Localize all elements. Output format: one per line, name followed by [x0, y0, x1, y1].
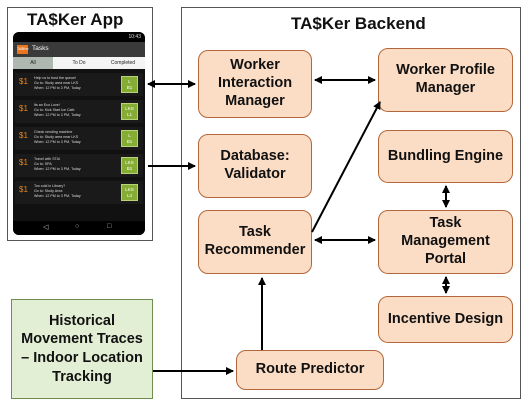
database-validator-box: Database: Validator	[198, 134, 312, 198]
task-price: $1	[19, 104, 28, 113]
task-text: Its an Eco Love! Go to: Kick Start Ice C…	[34, 103, 81, 118]
route-predictor-box: Route Predictor	[236, 350, 384, 390]
task-text: Travel with STAI Go to: SPA When: 12 PM …	[34, 157, 81, 172]
home-icon[interactable]: ○	[75, 223, 80, 230]
task-item[interactable]: $1 Help us to bust the queue! Go to: Stu…	[15, 73, 143, 96]
worker-interaction-manager-box: Worker Interaction Manager	[198, 50, 312, 118]
task-item[interactable]: $1 Check vending machine Go to: Study ar…	[15, 127, 143, 150]
phone-nav-bar: ◁ ○ □	[13, 221, 145, 235]
phone-app-bar: TA$Ker Tasks	[13, 42, 145, 57]
recent-apps-icon[interactable]: □	[107, 223, 112, 230]
task-price: $1	[19, 131, 28, 140]
app-logo: TA$Ker	[17, 45, 29, 54]
backend-panel-title: TA$Ker Backend	[291, 14, 426, 33]
task-text: Too cold in Library? Go to: Study Area W…	[34, 184, 81, 199]
task-price: $1	[19, 185, 28, 194]
tab-to-do[interactable]: To Do	[72, 60, 86, 66]
task-item[interactable]: $1 Travel with STAI Go to: SPA When: 12 …	[15, 154, 143, 177]
app-panel-title: TA$Ker App	[27, 10, 124, 29]
app-title: Tasks	[32, 45, 49, 52]
task-text: Check vending machine Go to: Study area …	[34, 130, 81, 145]
task-recommender-box: Task Recommender	[198, 210, 312, 274]
task-price: $1	[19, 158, 28, 167]
tab-all[interactable]: All	[13, 57, 53, 69]
task-text: Help us to bust the queue! Go to: Study …	[34, 76, 81, 91]
phone-screenshot: 10:43 TA$Ker Tasks All To Do Completed $…	[13, 32, 145, 235]
phone-tabs: All To Do Completed	[13, 57, 145, 69]
historical-traces-box: Historical Movement Traces – Indoor Loca…	[11, 299, 153, 399]
task-price: $1	[19, 77, 28, 86]
tab-completed[interactable]: Completed	[110, 60, 136, 66]
phone-status-bar: 10:43	[13, 32, 145, 42]
bundling-engine-box: Bundling Engine	[378, 130, 513, 183]
back-icon[interactable]: ◁	[43, 224, 49, 231]
task-item[interactable]: $1 Too cold in Library? Go to: Study Are…	[15, 181, 143, 204]
worker-profile-manager-box: Worker Profile Manager	[378, 48, 513, 112]
incentive-design-box: Incentive Design	[378, 296, 513, 343]
task-item[interactable]: $1 Its an Eco Love! Go to: Kick Start Ic…	[15, 100, 143, 123]
task-management-portal-box: Task Management Portal	[378, 210, 513, 274]
